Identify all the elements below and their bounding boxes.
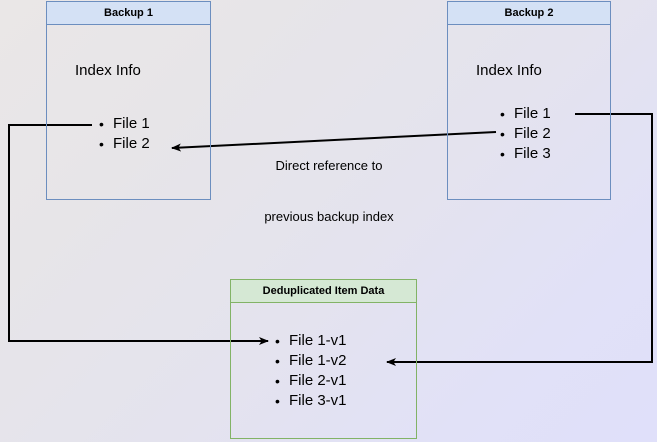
backup-2-section-title: Index Info <box>476 62 542 79</box>
edge-label-line-2: previous backup index <box>264 209 394 224</box>
backup-2-file-list: File 1 File 2 File 3 <box>500 104 551 164</box>
list-item: File 1-v1 <box>275 331 347 351</box>
node-backup-1[interactable]: Backup 1 Index Info File 1 File 2 <box>46 1 211 200</box>
node-deduplicated-item-data-body: File 1-v1 File 1-v2 File 2-v1 File 3-v1 <box>231 303 416 438</box>
node-deduplicated-item-data-header: Deduplicated Item Data <box>231 280 416 303</box>
backup-1-file-list: File 1 File 2 <box>99 114 150 154</box>
node-backup-2[interactable]: Backup 2 Index Info File 1 File 2 File 3 <box>447 1 611 200</box>
list-item: File 3-v1 <box>275 391 347 411</box>
node-deduplicated-item-data[interactable]: Deduplicated Item Data File 1-v1 File 1-… <box>230 279 417 439</box>
list-item: File 1 <box>99 114 150 134</box>
list-item: File 3 <box>500 144 551 164</box>
list-item: File 1-v2 <box>275 351 347 371</box>
edge-label-direct-reference: Direct reference to previous backup inde… <box>244 123 414 259</box>
list-item: File 1 <box>500 104 551 124</box>
list-item: File 2 <box>500 124 551 144</box>
list-item: File 2-v1 <box>275 371 347 391</box>
node-backup-2-body: Index Info File 1 File 2 File 3 <box>448 25 610 199</box>
backup-1-section-title: Index Info <box>75 62 141 79</box>
edge-label-line-1: Direct reference to <box>275 158 383 173</box>
list-item: File 2 <box>99 134 150 154</box>
node-backup-1-header: Backup 1 <box>47 2 210 25</box>
node-backup-1-body: Index Info File 1 File 2 <box>47 25 210 199</box>
node-backup-2-header: Backup 2 <box>448 2 610 25</box>
dedup-file-list: File 1-v1 File 1-v2 File 2-v1 File 3-v1 <box>275 331 347 411</box>
